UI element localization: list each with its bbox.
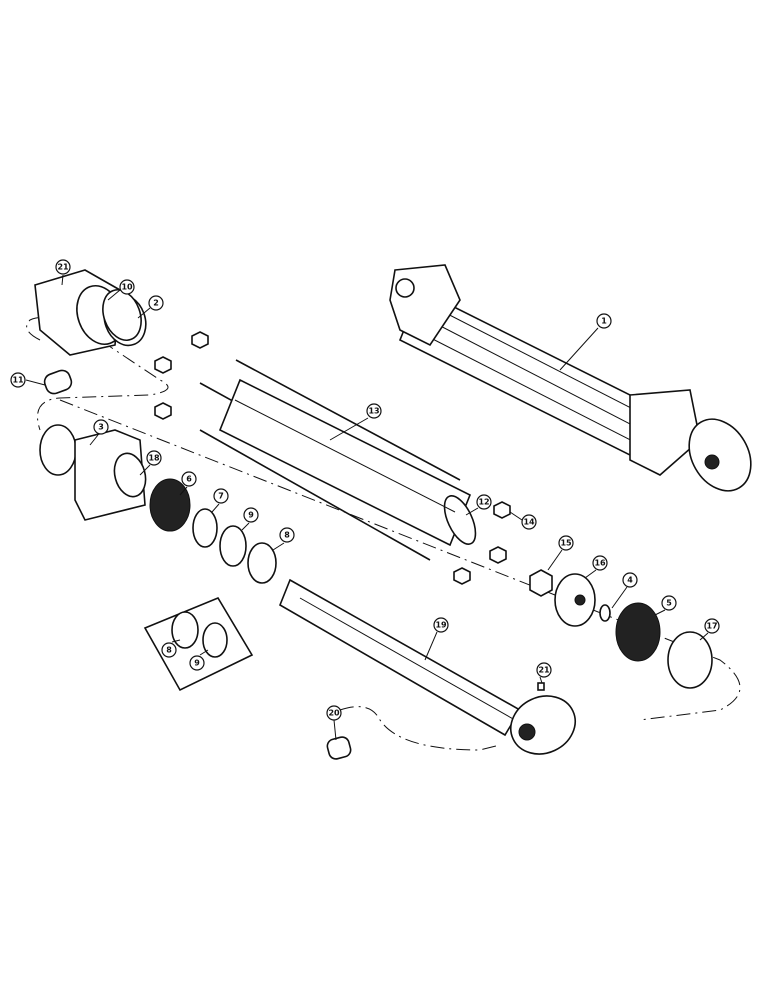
- part-4-o-ring: [599, 604, 611, 622]
- assembly-line: [339, 706, 501, 751]
- callout-5: 5: [661, 595, 677, 611]
- callout-16: 16: [592, 555, 608, 571]
- callout-label: 5: [666, 599, 672, 608]
- callout-12: 12: [476, 494, 492, 510]
- part-3-cylinder-head: [39, 424, 147, 521]
- callout-label: 8: [166, 646, 172, 655]
- callout-label: 9: [194, 659, 200, 668]
- callout-11: 11: [10, 372, 26, 388]
- callout-21-rod: 21: [536, 662, 552, 678]
- callout-9-inset: 9: [189, 655, 205, 671]
- callout-label: 9: [248, 511, 254, 520]
- callout-21: 21: [55, 259, 71, 275]
- callout-label: 18: [148, 454, 160, 463]
- part-21-grease-fitting: [537, 682, 545, 691]
- callout-17: 17: [704, 618, 720, 634]
- part-11-bushing: [43, 369, 73, 395]
- callout-9: 9: [243, 507, 259, 523]
- part-6-packing: [149, 478, 191, 532]
- callout-label: 16: [594, 559, 606, 568]
- callout-label: 11: [12, 376, 24, 385]
- callout-10: 10: [119, 279, 135, 295]
- callout-14: 14: [521, 514, 537, 530]
- callout-label: 7: [218, 492, 224, 501]
- part-7-washer: [192, 508, 218, 548]
- callout-13: 13: [366, 403, 382, 419]
- callout-4: 4: [622, 572, 638, 588]
- callout-label: 1: [601, 317, 607, 326]
- leader-lines: [25, 274, 709, 741]
- assembly-line: [26, 317, 169, 431]
- part-8-wiper: [247, 542, 277, 584]
- tie-rod-nuts: [154, 331, 553, 597]
- part-5-piston-packing: [615, 602, 661, 662]
- callout-label: 20: [328, 709, 340, 718]
- callout-2: 2: [148, 295, 164, 311]
- callout-label: 14: [523, 518, 535, 527]
- callout-label: 2: [153, 299, 159, 308]
- callout-label: 8: [284, 531, 290, 540]
- callout-label: 12: [478, 498, 489, 507]
- inset-box: [143, 596, 254, 692]
- callout-label: 17: [706, 622, 717, 631]
- callout-label: 19: [435, 621, 447, 630]
- part-19-piston-rod: [278, 578, 576, 755]
- callout-label: 4: [627, 576, 633, 585]
- callout-label: 15: [560, 539, 572, 548]
- callout-label: 21: [538, 666, 550, 675]
- callout-label: 13: [368, 407, 379, 416]
- callout-18: 18: [146, 450, 162, 466]
- callout-3: 3: [93, 419, 109, 435]
- part-20-bushing: [326, 736, 352, 760]
- callout-20: 20: [326, 705, 342, 721]
- callout-label: 10: [121, 283, 133, 292]
- callout-label: 6: [186, 475, 192, 484]
- part-2-o-ring: [102, 289, 142, 341]
- callout-19: 19: [433, 617, 449, 633]
- callout-label: 3: [98, 423, 104, 432]
- part-9-snap-ring: [219, 525, 247, 567]
- callout-label: 21: [57, 263, 69, 272]
- callout-6: 6: [181, 471, 197, 487]
- part-16-piston-bore: [574, 594, 586, 606]
- callout-15: 15: [558, 535, 574, 551]
- callout-1: 1: [596, 313, 612, 329]
- assembly-line: [59, 399, 741, 721]
- part-13-cylinder-tube: [199, 359, 477, 561]
- part-17-washer: [667, 631, 713, 689]
- part-1-assembled-cylinder: [389, 264, 752, 492]
- callout-8-inset: 8: [161, 642, 177, 658]
- callout-7: 7: [213, 488, 229, 504]
- callout-8: 8: [279, 527, 295, 543]
